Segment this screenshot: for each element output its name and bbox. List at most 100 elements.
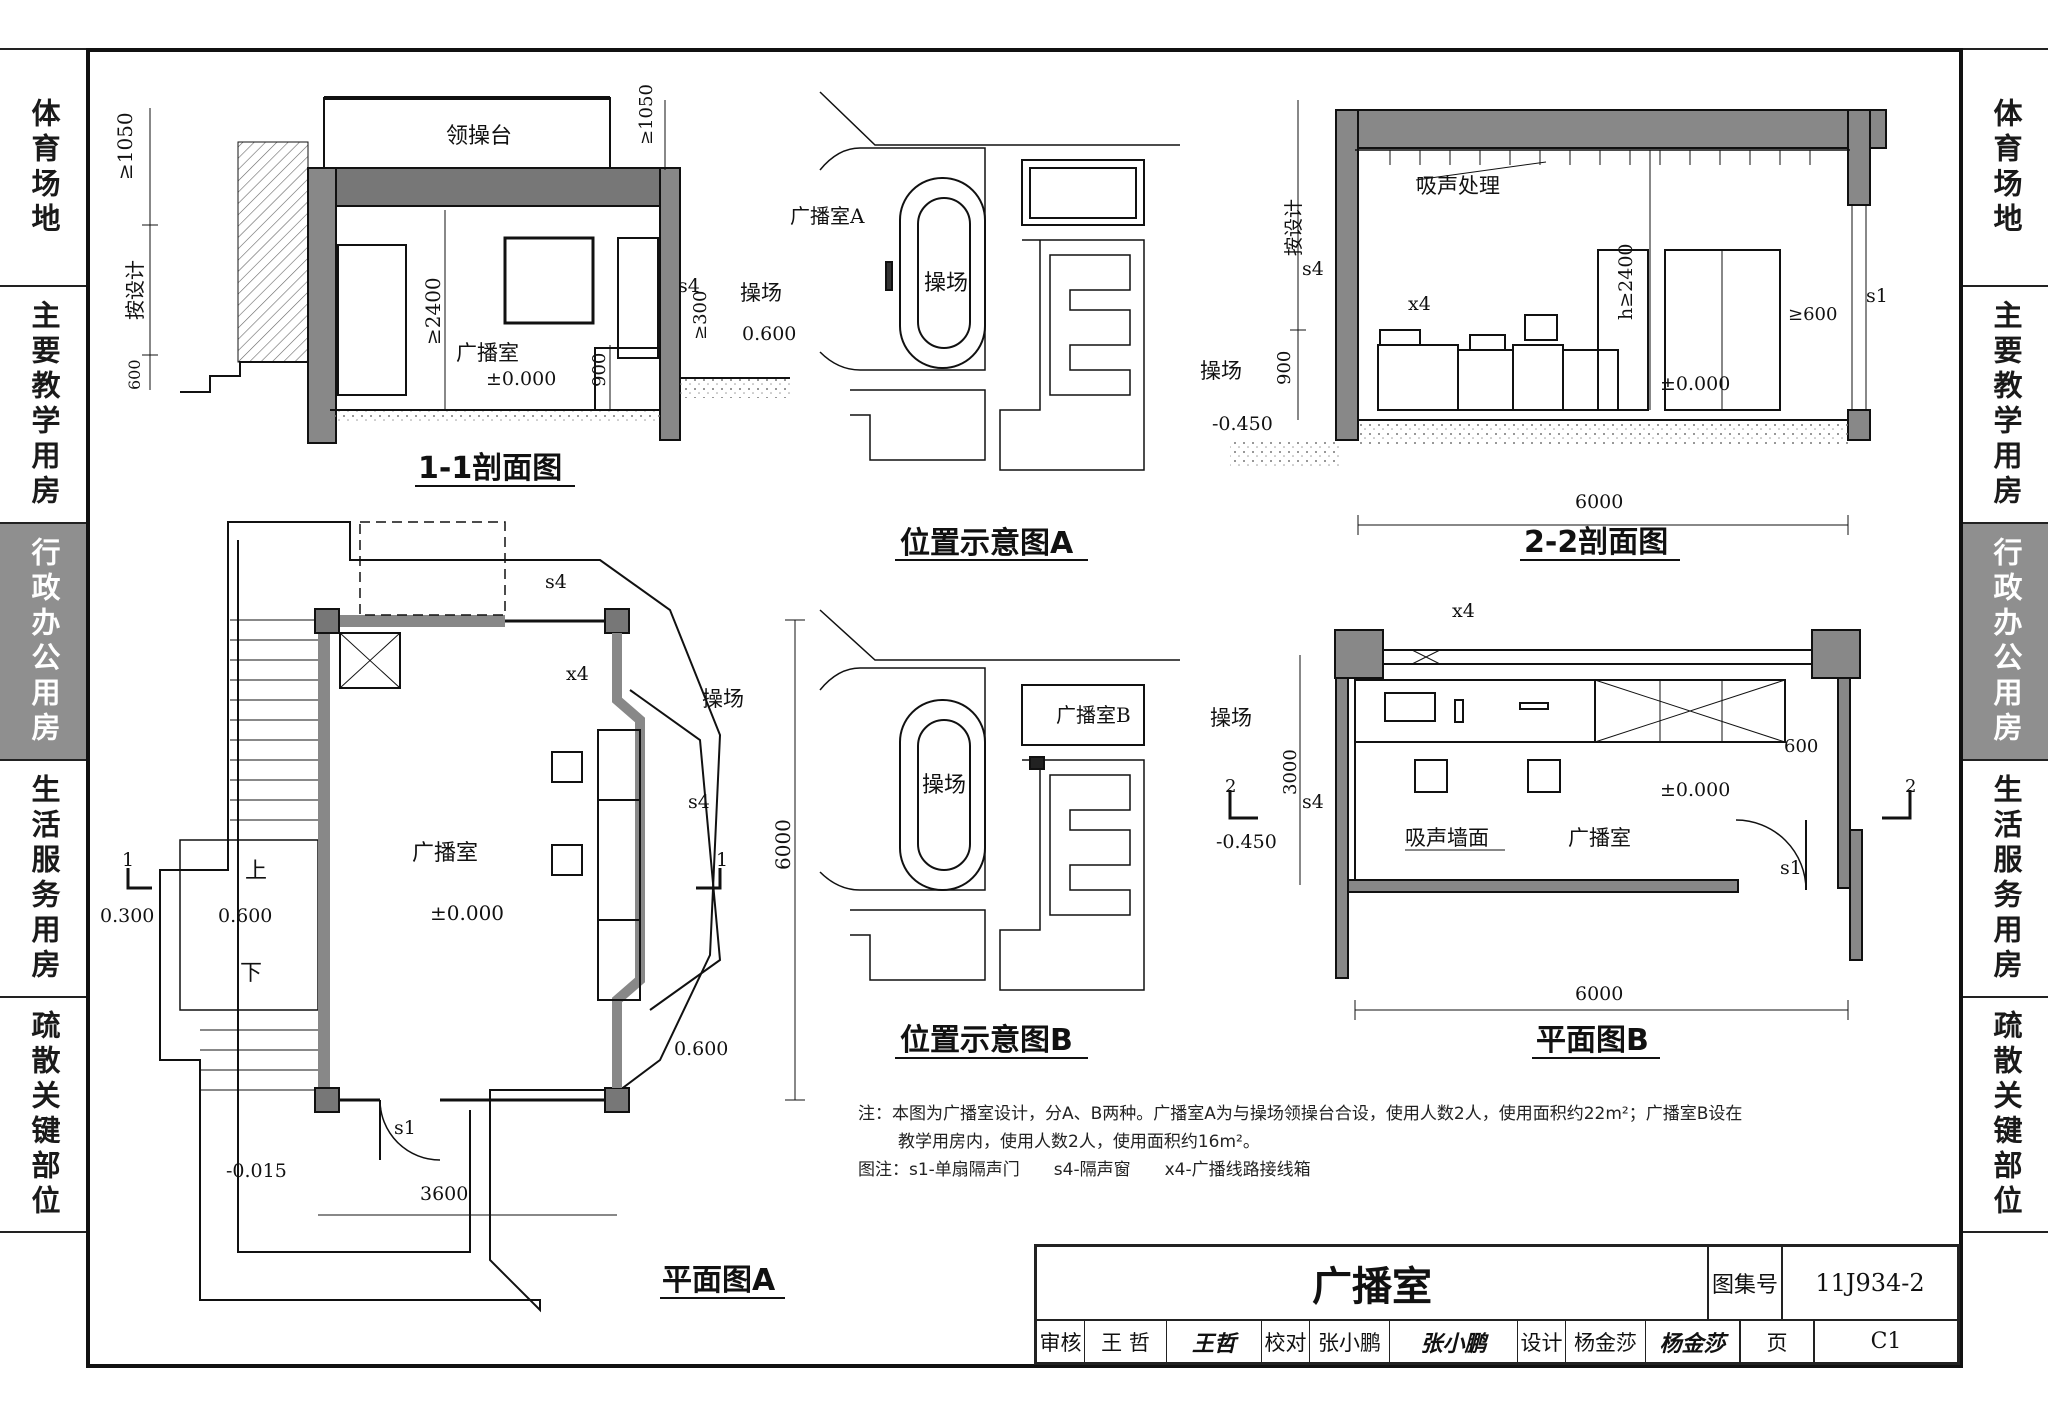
note-line-2: 教学用房内，使用人数2人，使用面积约16m²。	[898, 1132, 1260, 1152]
label-s1-b: s1	[1780, 857, 1802, 879]
dim-300: ≥300	[690, 291, 711, 340]
dim-900: 900	[589, 353, 610, 387]
designer-name: 杨金莎	[1566, 1321, 1646, 1362]
atlas-label: 图集号	[1709, 1247, 1783, 1321]
dim-600-b: 600	[1784, 736, 1818, 757]
dim-600-22: ≥600	[1788, 304, 1837, 325]
label-playground-pos-b: 操场	[922, 773, 966, 798]
title-plan-b: 平面图B	[1536, 1023, 1649, 1058]
tab-label: 行政办公用房	[1989, 536, 2023, 747]
side-tab-living[interactable]: 生活服务用房	[1962, 759, 2048, 996]
dim-6000-a: 6000	[771, 819, 795, 870]
label-playground-b: 操场	[1210, 706, 1252, 730]
left-tab-bar: 体育场地 主要教学用房 行政办公用房 生活服务用房 疏散关键部位	[0, 48, 88, 1233]
title-position-b: 位置示意图B	[900, 1023, 1073, 1058]
check-label: 校对	[1262, 1321, 1310, 1362]
label-s1: s1	[394, 1117, 416, 1139]
level-zero: ±0.000	[486, 368, 556, 390]
level-zero-a: ±0.000	[430, 901, 504, 925]
label-s4-right: s4	[688, 791, 710, 813]
tab-label: 主要教学用房	[1989, 299, 2023, 510]
label-playground: 操场	[740, 281, 782, 305]
position-map-a	[819, 91, 1180, 471]
notes: 注：本图为广播室设计，分A、B两种。广播室A为与操场领操台合设，使用人数2人，使…	[858, 1100, 1968, 1184]
dim-600: 600	[125, 359, 144, 390]
side-tab-admin[interactable]: 行政办公用房	[1962, 522, 2048, 759]
label-x4-22: x4	[1408, 293, 1431, 315]
tab-label: 疏散关键部位	[27, 1009, 61, 1220]
plan-b	[1228, 629, 1912, 1020]
label-lingcaotai: 领操台	[446, 124, 512, 149]
section-1-1	[142, 96, 790, 444]
label-absorb-wall: 吸声墙面	[1405, 826, 1489, 850]
dim-h2400: h≥2400	[1615, 243, 1637, 320]
label-x4: x4	[566, 663, 589, 685]
level-0600-a: 0.600	[218, 905, 272, 927]
tab-label: 疏散关键部位	[1989, 1009, 2023, 1220]
label-playground-22: 操场	[1200, 359, 1242, 383]
tab-label: 生活服务用房	[1989, 773, 2023, 984]
plan-a	[126, 521, 805, 1313]
level-zero-22: ±0.000	[1660, 373, 1730, 395]
label-s1-22: s1	[1866, 285, 1888, 307]
title-section-2-2: 2-2剖面图	[1524, 525, 1668, 560]
note-line-1: 注：本图为广播室设计，分A、B两种。广播室A为与操场领操台合设，使用人数2人，使…	[858, 1104, 1743, 1124]
section-mark-2-left: 2	[1225, 776, 1236, 797]
page-label: 页	[1741, 1321, 1815, 1362]
label-s4-top: s4	[545, 571, 567, 593]
design-label: 设计	[1518, 1321, 1566, 1362]
label-s4-b: s4	[1302, 791, 1324, 813]
tab-label: 体育场地	[1989, 97, 2023, 238]
side-tab-admin[interactable]: 行政办公用房	[0, 522, 88, 759]
label-by-design: 按设计	[123, 260, 147, 320]
label-absorb: 吸声处理	[1416, 174, 1500, 198]
side-tab-living[interactable]: 生活服务用房	[0, 759, 88, 996]
side-tab-sports[interactable]: 体育场地	[0, 48, 88, 285]
dim-1050: ≥1050	[113, 112, 137, 180]
reviewer-name: 王 哲	[1085, 1321, 1167, 1362]
plan-a-text: 广播室 ±0.000 s4 x4 操场 s4 6000 上 0.600 0.30…	[100, 571, 795, 1298]
tab-label: 生活服务用房	[27, 773, 61, 984]
tab-label: 主要教学用房	[27, 299, 61, 510]
side-tab-teaching[interactable]: 主要教学用房	[0, 285, 88, 522]
level-0600: 0.600	[742, 323, 796, 345]
section-2-2-text: 吸声处理 按设计 s4 x4 h≥2400 ≥600 s1 操场 900 ±0.…	[1200, 174, 1888, 560]
label-playground-a: 操场	[702, 687, 744, 711]
label-broadcast-a: 广播室A	[790, 204, 865, 228]
dim-3600: 3600	[420, 1183, 468, 1205]
sheet-title: 广播室	[1037, 1247, 1709, 1321]
level-0300: 0.300	[100, 905, 154, 927]
dim-6000-22: 6000	[1575, 491, 1623, 513]
title-position-a: 位置示意图A	[900, 526, 1074, 561]
label-x4-b: x4	[1452, 600, 1475, 622]
page-number: C1	[1870, 1329, 1902, 1354]
title-section-1-1: 1-1剖面图	[418, 451, 562, 486]
position-map-b	[819, 609, 1180, 991]
checker-signature: 张小鹏	[1390, 1321, 1518, 1362]
position-map-a-text: 广播室A 操场 位置示意图A	[790, 204, 1074, 561]
sheet-frame	[86, 48, 1963, 1368]
side-tab-teaching[interactable]: 主要教学用房	[1962, 285, 2048, 522]
label-broadcast-b: 广播室B	[1056, 703, 1131, 727]
label-playground-pos-a: 操场	[924, 271, 968, 296]
section-2-2	[1230, 100, 1887, 535]
label-down: 下	[240, 961, 262, 986]
review-label: 审核	[1037, 1321, 1085, 1362]
section-mark-2-right: 2	[1905, 776, 1916, 797]
label-by-design-2: 按设计	[1283, 199, 1305, 256]
dim-6000-b: 6000	[1575, 983, 1623, 1005]
title-block: 广播室 图集号 11J934-2 审核 王 哲 王哲 校对 张小鹏 张小鹏 设计…	[1034, 1244, 1960, 1365]
atlas-number: 11J934-2	[1783, 1247, 1957, 1321]
tab-label: 行政办公用房	[27, 536, 61, 747]
label-broadcast-room: 广播室	[456, 341, 519, 365]
reviewer-signature: 王哲	[1167, 1321, 1262, 1362]
right-tab-bar: 体育场地 主要教学用房 行政办公用房 生活服务用房 疏散关键部位	[1962, 48, 2048, 1233]
level-zero-b: ±0.000	[1660, 779, 1730, 801]
label-up: 上	[245, 859, 267, 884]
note-line-3: 图注：s1-单扇隔声门 s4-隔声窗 x4-广播线路接线箱	[858, 1160, 1311, 1180]
side-tab-evacuation[interactable]: 疏散关键部位	[0, 996, 88, 1233]
checker-name: 张小鹏	[1310, 1321, 1390, 1362]
side-tab-sports[interactable]: 体育场地	[1962, 48, 2048, 285]
side-tab-evacuation[interactable]: 疏散关键部位	[1962, 996, 2048, 1233]
